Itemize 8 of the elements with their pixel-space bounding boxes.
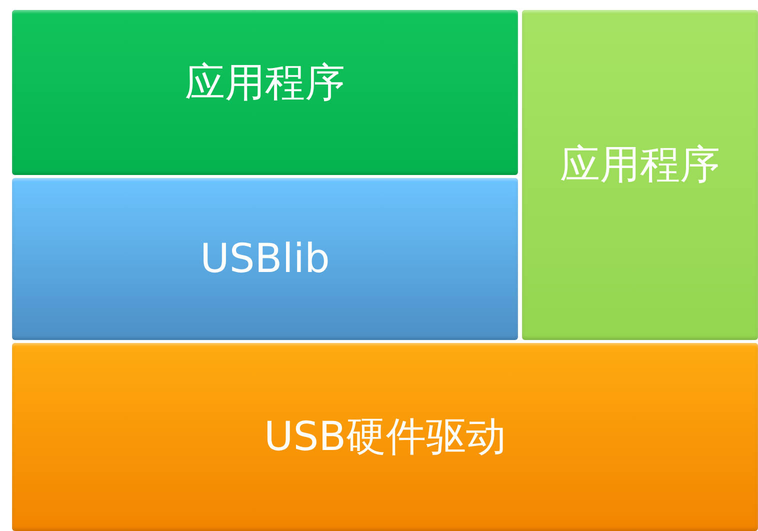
- layer-label: 应用程序: [185, 60, 345, 104]
- layer-block: [12, 343, 758, 531]
- layer-label: USBlib: [200, 237, 330, 281]
- layer-block: [12, 10, 518, 175]
- layer-block: [12, 178, 518, 340]
- layer-block: [522, 10, 758, 340]
- layer-label: 应用程序: [560, 143, 720, 187]
- layer-label: USB硬件驱动: [264, 415, 506, 459]
